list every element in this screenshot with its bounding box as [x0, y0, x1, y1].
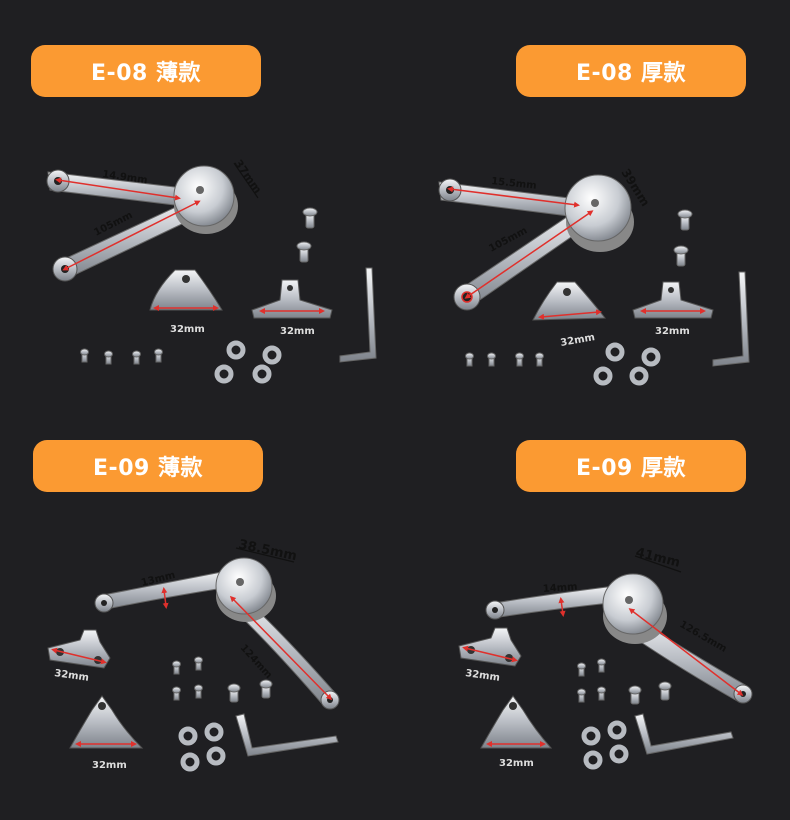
mounting-bracket: [532, 281, 607, 321]
hex-key: [235, 713, 339, 757]
mounting-bracket: [480, 695, 553, 749]
screw-set: [172, 656, 273, 703]
washer-set: [178, 722, 226, 772]
model-label: E-09 薄款: [33, 440, 263, 492]
washer-set: [214, 340, 282, 384]
panel-e08-thick: E-08 厚款 15.5mm 105mm 39mm 32mm: [395, 0, 790, 410]
flat-bracket: [632, 281, 714, 319]
panel-e08-thin: E-08 薄款 14.9mm 105mm 37mm: [0, 0, 395, 410]
washer-set: [593, 342, 661, 386]
bracket-b-dim: 32mm: [280, 326, 315, 337]
panel-e09-thick: E-09 厚款 14mm 126.5mm 41mm 32mm: [395, 410, 790, 820]
screw-set: [80, 207, 318, 365]
bracket-b-dim: 32mm: [655, 326, 690, 337]
hinge-disc: [564, 174, 634, 252]
bracket-a-dim: 32mm: [560, 332, 596, 349]
mounting-bracket: [149, 269, 223, 311]
hinge-e08-thick-illustration: 15.5mm 105mm 39mm 32mm 32mm: [438, 166, 750, 386]
bracket-a-dim: 32mm: [92, 760, 127, 771]
model-label: E-08 薄款: [31, 45, 261, 97]
bracket-b-dim: 32mm: [54, 668, 90, 684]
hinge-e09-thin-illustration: 13mm 124mm 38.5mm 32mm 32mm: [47, 537, 340, 772]
hex-key: [339, 267, 377, 363]
hinge-disc: [602, 573, 667, 644]
model-label: E-09 厚款: [516, 440, 746, 492]
washer-set: [581, 720, 629, 770]
flat-bracket: [251, 279, 333, 319]
bracket-a-dim: 32mm: [170, 324, 205, 335]
short-arm-dim: 14mm: [542, 582, 577, 595]
panel-e09-thin: E-09 薄款 13mm 124mm 38.5mm 32mm: [0, 410, 395, 820]
screw-set: [577, 658, 672, 705]
hex-key: [634, 713, 734, 755]
bracket-b-dim: 32mm: [465, 668, 501, 684]
hinge-e09-thick-illustration: 14mm 126.5mm 41mm 32mm 32mm: [458, 545, 753, 770]
screw-set: [465, 209, 693, 367]
mounting-bracket: [69, 695, 144, 749]
short-arm-dim: 15.5mm: [491, 176, 537, 192]
model-label: E-08 厚款: [516, 45, 746, 97]
bracket-a-dim: 32mm: [499, 758, 534, 769]
flat-bracket: [458, 627, 522, 667]
disc-dim: 41mm: [634, 545, 681, 570]
long-arm-dim: 124mm: [238, 643, 274, 681]
hinge-disc: [173, 165, 238, 234]
hex-key: [712, 271, 750, 367]
short-arm: [485, 585, 620, 620]
flat-bracket: [47, 629, 111, 669]
hinge-e08-thin-illustration: 14.9mm 105mm 37mm 32mm 32mm: [46, 157, 377, 384]
disc-dim: 37mm: [232, 157, 265, 196]
